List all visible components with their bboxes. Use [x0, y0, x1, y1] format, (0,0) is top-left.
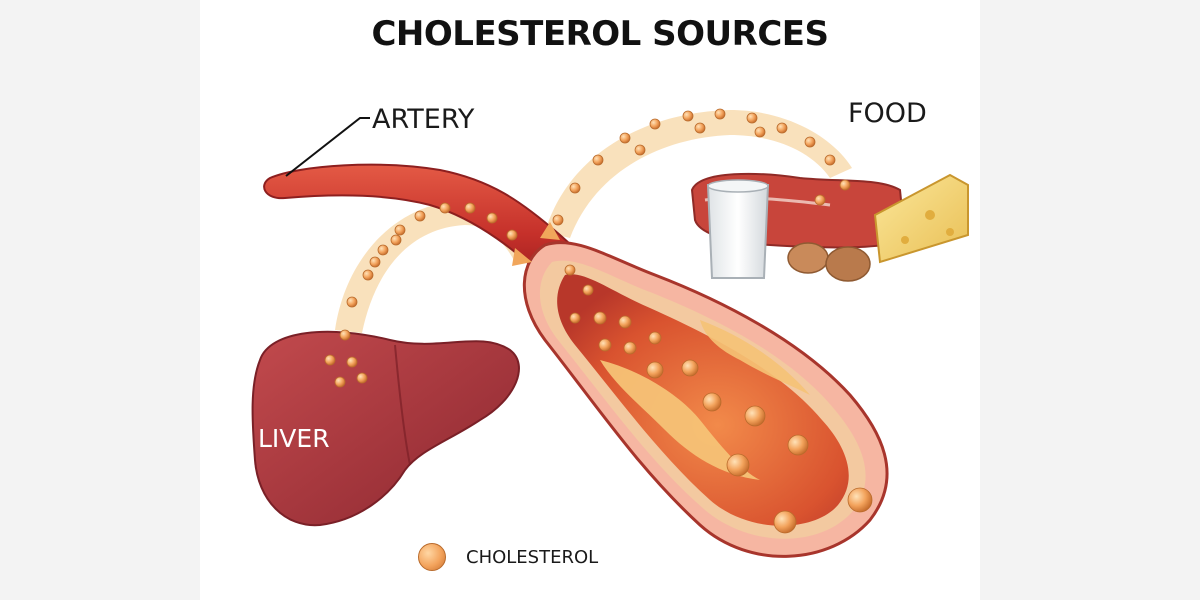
liver-flow-band: [335, 200, 540, 333]
cholesterol-particles: [324, 108, 873, 534]
cholesterol-particle-icon: [418, 543, 446, 571]
cheese-wedge: [873, 173, 969, 264]
liver-arrow: [512, 248, 532, 266]
milk-glass: [706, 184, 770, 279]
legend-label: CHOLESTEROL: [466, 546, 599, 568]
food-group: [690, 172, 969, 282]
food-arrow: [540, 222, 560, 240]
food-label: FOOD: [848, 98, 927, 129]
liver-shape: [251, 330, 520, 527]
artery-label: ARTERY: [372, 104, 475, 135]
legend: CHOLESTEROL: [418, 543, 598, 571]
background-right: [980, 0, 1200, 600]
plaque-deposit: [600, 360, 760, 480]
page-title: CHOLESTEROL SOURCES: [371, 14, 829, 54]
artery-leader-line: [285, 117, 370, 177]
egg: [825, 246, 871, 282]
egg: [787, 242, 829, 274]
liver-label: LIVER: [258, 424, 330, 453]
background-left: [0, 0, 200, 600]
